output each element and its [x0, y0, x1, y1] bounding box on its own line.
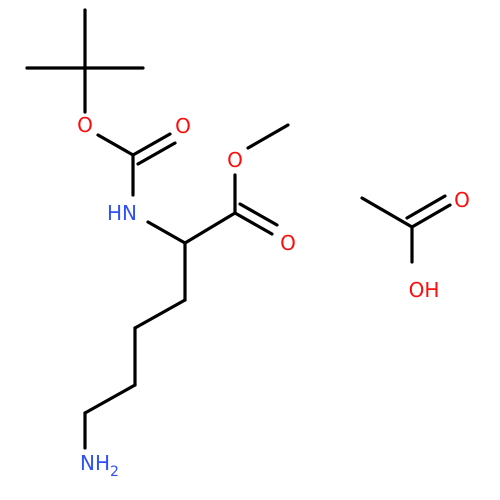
bond-o-to-methyl	[246, 123, 290, 150]
atom-label-acid-hydroxyl: OH	[409, 278, 440, 302]
amine-nh-text: NH	[80, 451, 110, 475]
atom-label-carbamate-nitrogen: HN	[107, 201, 137, 225]
bond-o-to-carbonyl-carbon	[96, 133, 135, 157]
bond-acid-methyl-to-carbon	[360, 196, 414, 229]
side-chain	[83, 241, 187, 450]
bond-carbonyl-double-2	[136, 141, 177, 166]
acetic-acid-molecule	[360, 194, 452, 264]
boc-carbamate-group	[96, 132, 187, 245]
bond-n-to-alpha-carbon	[146, 220, 187, 245]
bond-acid-carbonyl-double-2	[405, 194, 447, 220]
bond-ester-carbonyl-double-1	[233, 211, 274, 236]
bond-ester-carbonyl-double-2	[238, 202, 279, 227]
bond-carbonyl-double-1	[131, 132, 172, 157]
atom-label-boc-carbonyl-oxygen: O	[175, 114, 191, 138]
atom-label-acid-carbonyl-oxygen: O	[454, 188, 470, 212]
bond-beta-to-gamma	[133, 298, 187, 330]
atom-label-ester-carbonyl-oxygen: O	[280, 231, 296, 255]
bond-alpha-to-ester-carbon	[183, 211, 237, 245]
tert-butyl-group	[25, 8, 145, 114]
amine-subscript-text: 2	[110, 464, 119, 480]
atom-label-amine: NH2	[80, 451, 119, 480]
bond-delta-to-epsilon	[83, 383, 137, 415]
atom-label-boc-ester-oxygen: O	[77, 113, 93, 137]
bond-acid-carbonyl-double-1	[410, 203, 452, 229]
atom-label-ester-oxygen: O	[227, 148, 243, 172]
methyl-ester-group	[183, 123, 290, 245]
